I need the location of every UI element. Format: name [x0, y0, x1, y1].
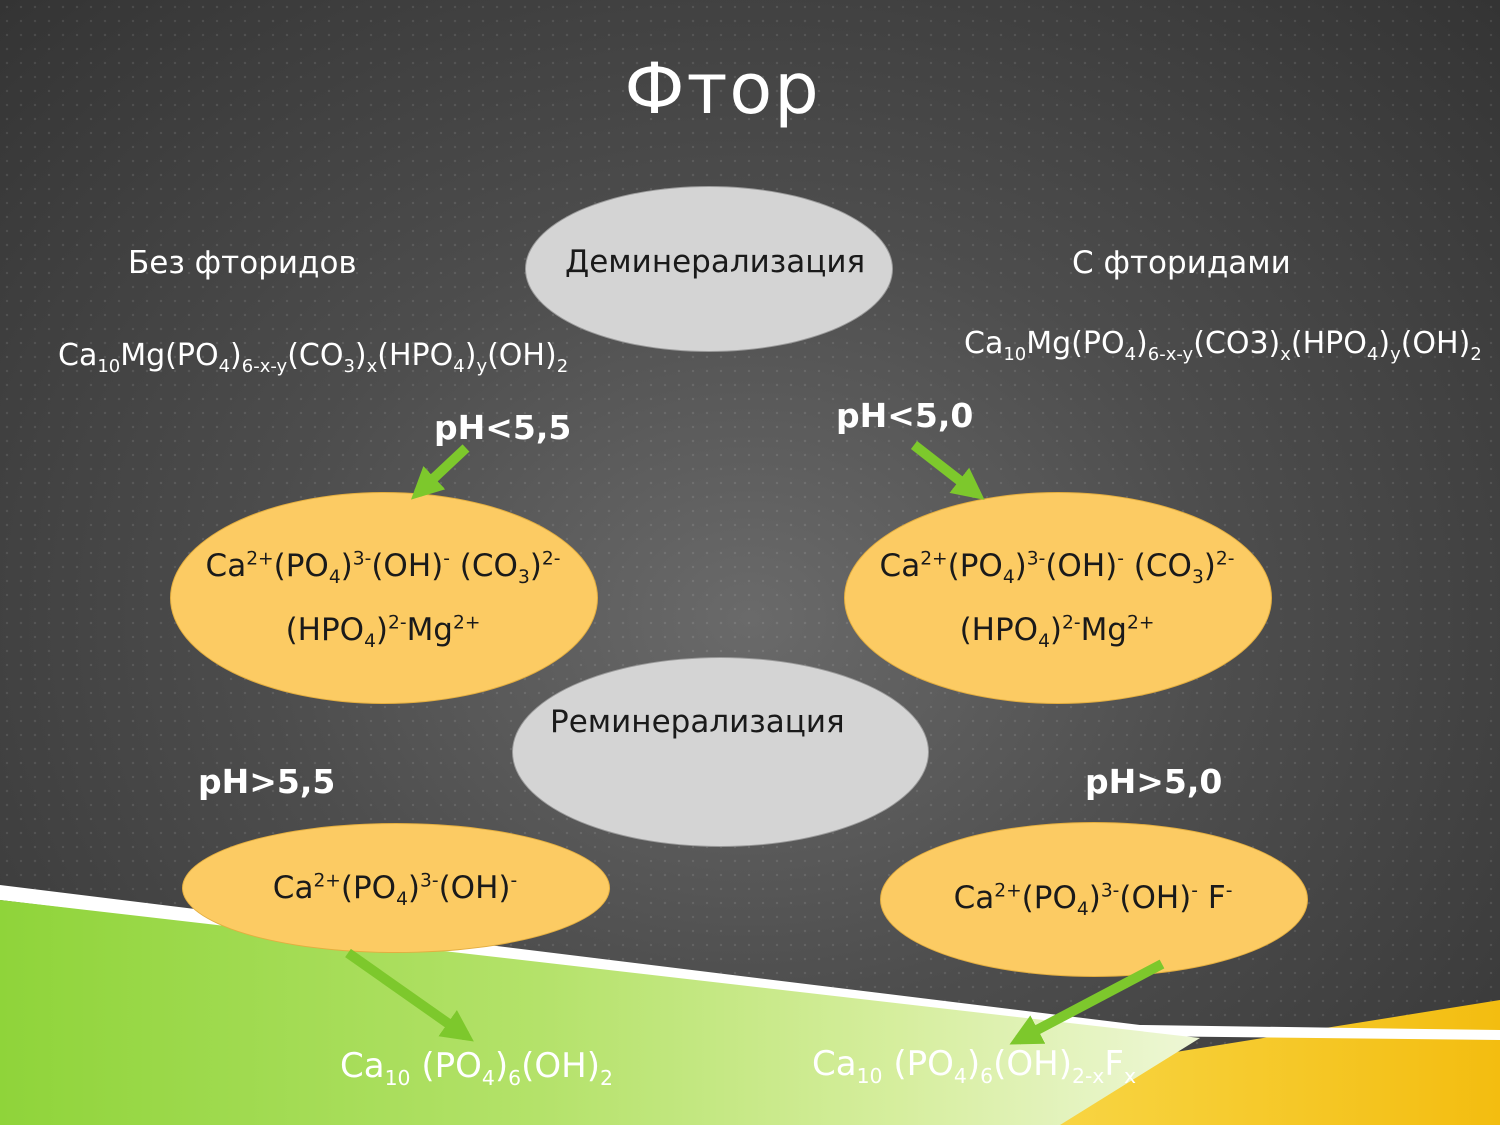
- arrow-to-fluorapatite: [1009, 959, 1165, 1045]
- arrow-ph-left-down: [410, 444, 470, 500]
- ion-left-text: Ca2+(PO4)3-(OH)-: [272, 870, 518, 911]
- ion-mix-right-line2: (HPO4)2-Mg2+: [959, 612, 1155, 653]
- ion-mix-left-line1: Ca2+(PO4)3-(OH)- (CO3)2-: [205, 548, 561, 589]
- ion-ellipse-upper-left: [170, 492, 598, 704]
- arrow-ph-right-down: [910, 441, 985, 500]
- heading-without-fluoride: Без фторидов: [128, 245, 357, 281]
- ion-right-text: Ca2+(PO4)3-(OH)- F-: [953, 880, 1233, 921]
- page-title: Фтор: [624, 48, 821, 130]
- demineralization-ellipse: [525, 186, 893, 352]
- ion-ellipse-lower-right: [880, 822, 1308, 977]
- heading-with-fluoride: С фторидами: [1072, 245, 1291, 281]
- formula-without-fluoride: Ca10Mg(PO4)6-x-y(CO3)x(HPO4)y(OH)2: [58, 338, 569, 377]
- product-fluorapatite: Ca10 (PO4)6(OH)2-xFx: [812, 1044, 1137, 1088]
- ph-high-right: pH>5,0: [1085, 762, 1223, 801]
- formula-with-fluoride: Ca10Mg(PO4)6-x-y(CO3)x(HPO4)y(OH)2: [964, 326, 1482, 365]
- green-band: [0, 900, 1200, 1125]
- ion-mix-left-line2: (HPO4)2-Mg2+: [285, 612, 481, 653]
- remineralization-label: Реминерализация: [550, 704, 845, 740]
- ph-low-left: pH<5,5: [434, 408, 572, 447]
- ion-ellipse-upper-right: [844, 492, 1272, 704]
- ph-high-left: pH>5,5: [198, 762, 336, 801]
- ph-low-right: pH<5,0: [836, 396, 974, 435]
- product-hydroxyapatite: Ca10 (PO4)6(OH)2: [340, 1046, 613, 1090]
- arrow-to-hydroxyapatite: [345, 948, 474, 1042]
- ion-ellipse-lower-left: [182, 823, 610, 953]
- remineralization-ellipse: [512, 657, 929, 847]
- ion-mix-right-line1: Ca2+(PO4)3-(OH)- (CO3)2-: [879, 548, 1235, 589]
- demineralization-label: Деминерализация: [565, 244, 866, 280]
